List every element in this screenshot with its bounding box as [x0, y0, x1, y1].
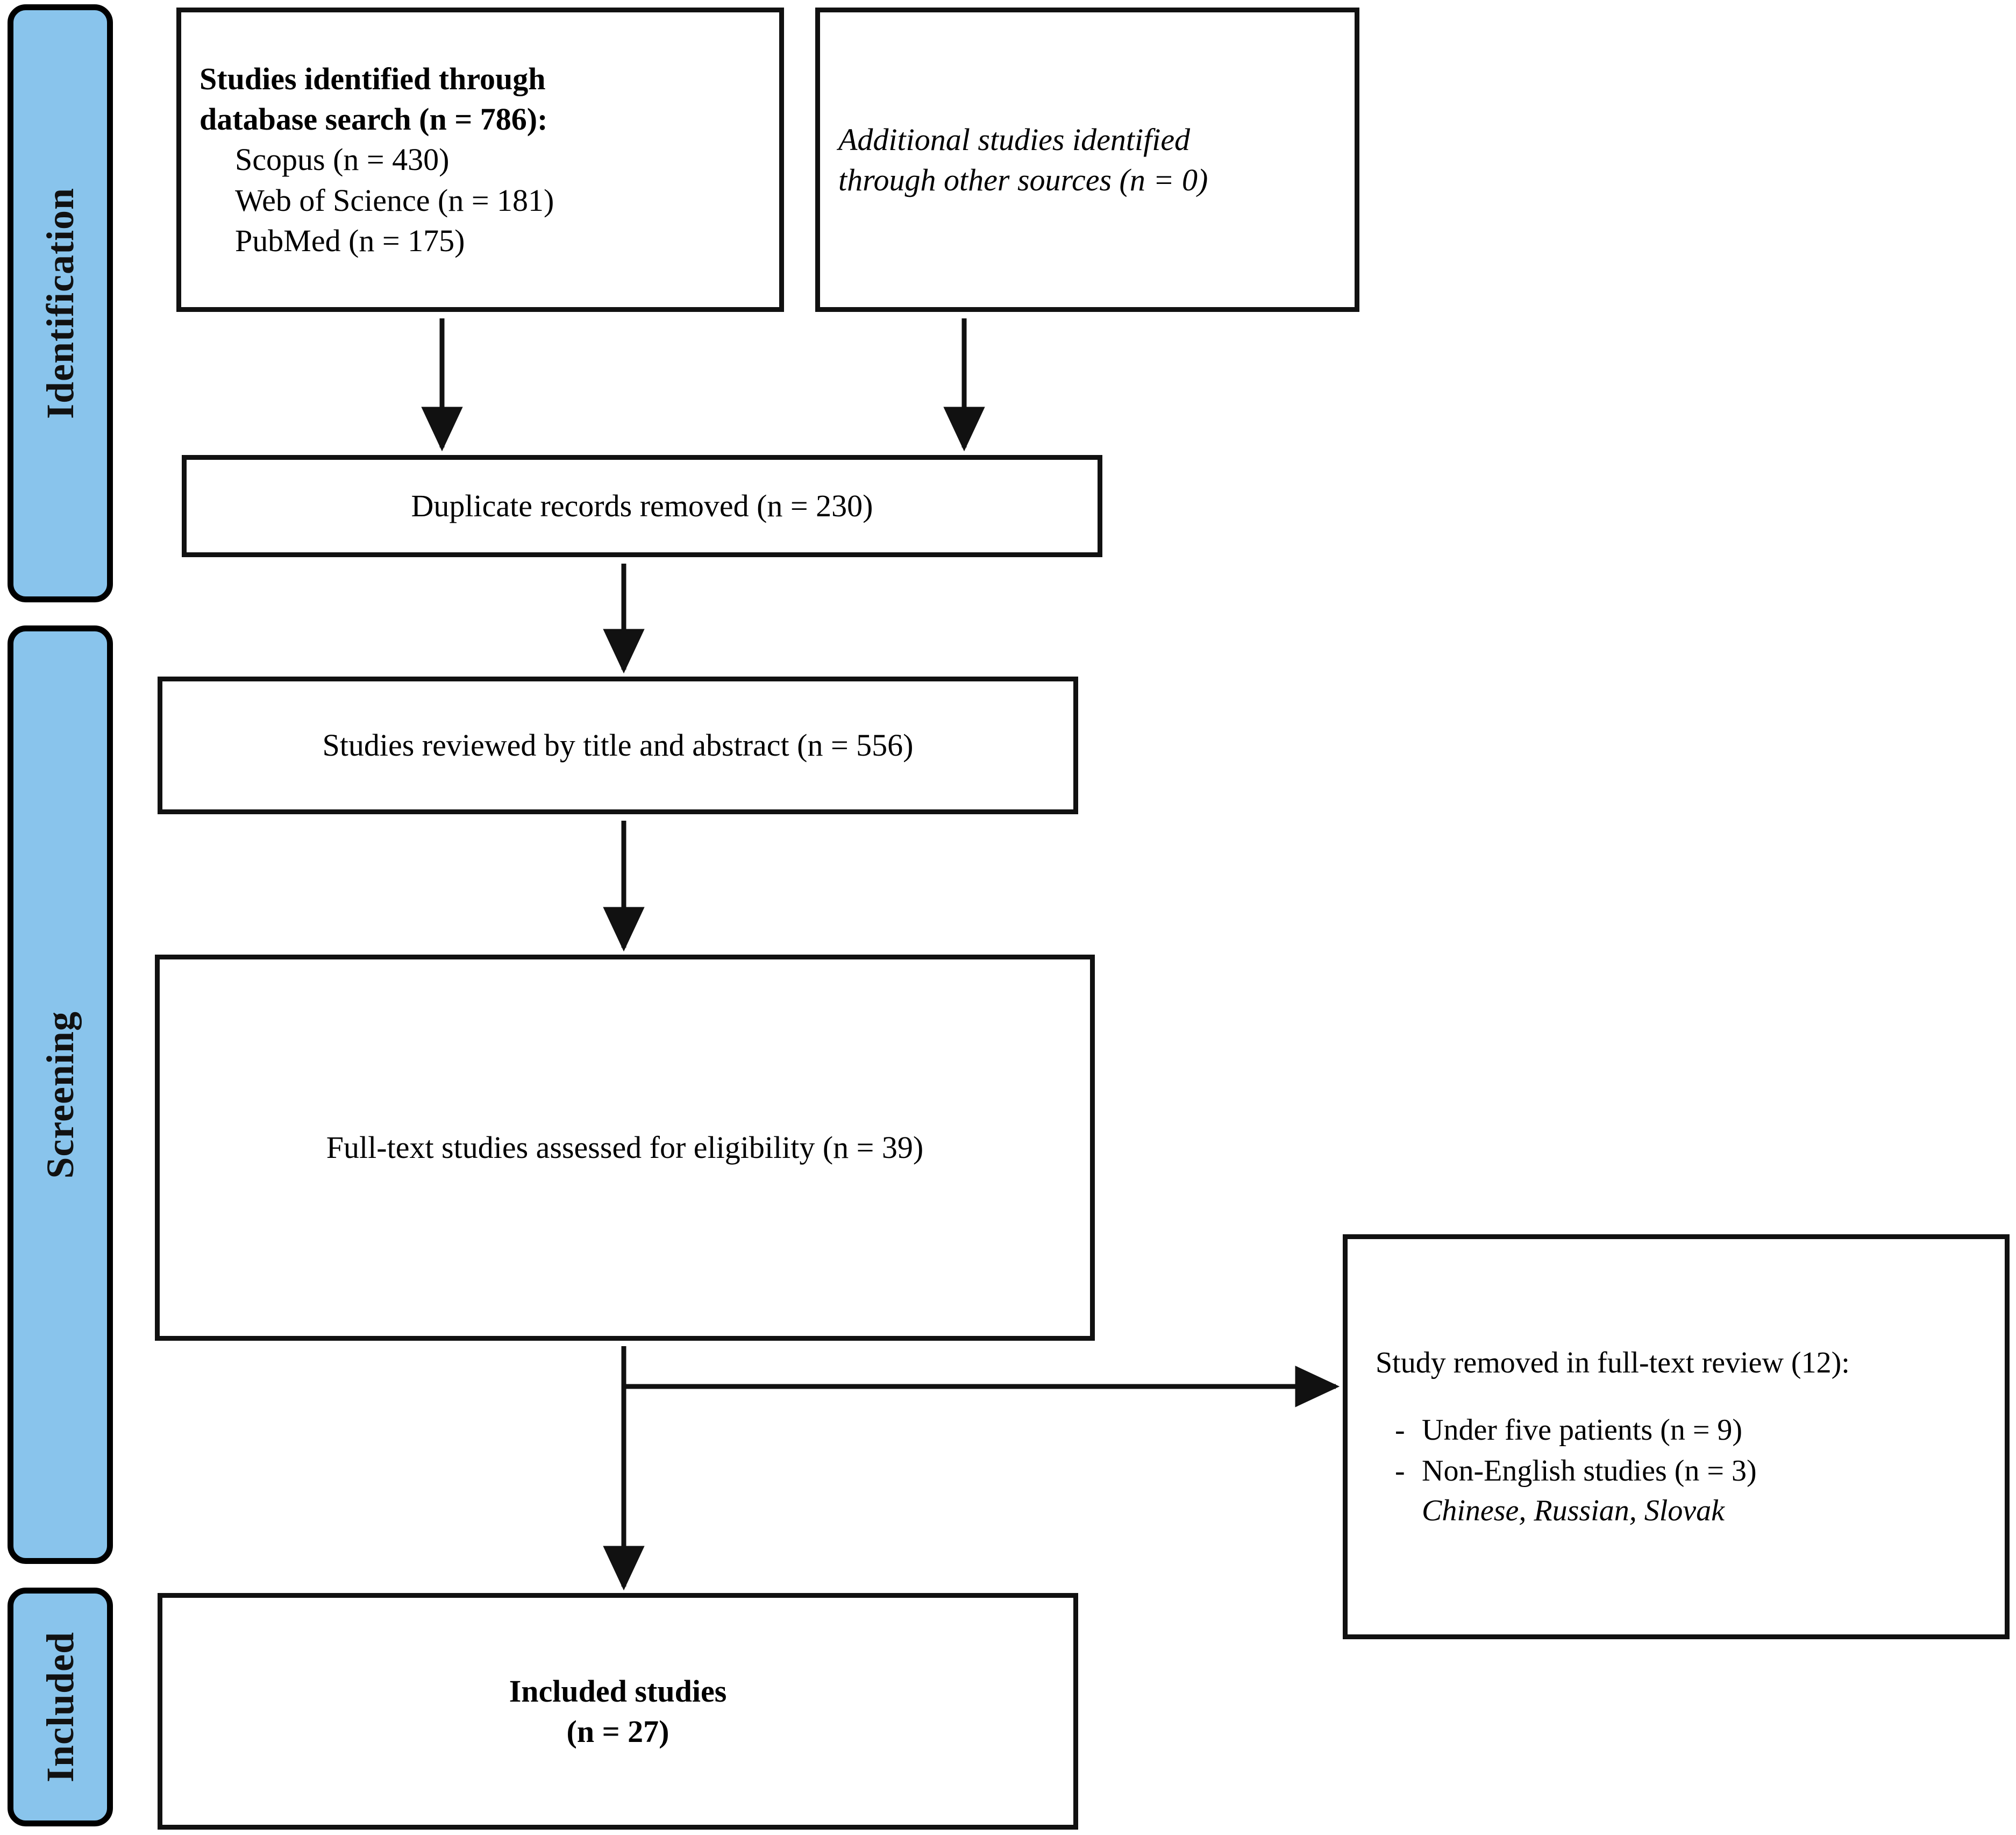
- included-line1: Included studies: [509, 1673, 727, 1709]
- title-abstract-text: Studies reviewed by title and abstract (…: [322, 728, 914, 763]
- identified-db-source-wos: Web of Science (n = 181): [235, 182, 554, 218]
- identified-db-title-line1: Studies identified through: [200, 61, 546, 96]
- excluded-languages: Chinese, Russian, Slovak: [1422, 1493, 1725, 1527]
- excluded-item-under-five: - Under five patients (n = 9): [1376, 1410, 1977, 1450]
- box-included-studies: Included studies (n = 27): [158, 1593, 1078, 1830]
- duplicates-text: Duplicate records removed (n = 230): [411, 488, 873, 524]
- box-additional-studies-other-sources: Additional studies identified through ot…: [815, 8, 1359, 312]
- identified-db-title-line2: database search (n = 786):: [200, 101, 548, 137]
- excluded-heading: Study removed in full-text review (12):: [1376, 1346, 1850, 1379]
- excluded-item-under-five-label: Under five patients (n = 9): [1422, 1413, 1743, 1447]
- phase-included: Included: [8, 1588, 113, 1826]
- phase-screening: Screening: [8, 625, 113, 1564]
- phase-identification: Identification: [8, 4, 113, 602]
- identified-db-source-scopus: Scopus (n = 430): [235, 142, 450, 177]
- excluded-item-non-english-label: Non-English studies (n = 3): [1422, 1454, 1757, 1488]
- full-text-text: Full-text studies assessed for eligibili…: [326, 1130, 924, 1165]
- identified-other-line1: Additional studies identified: [838, 122, 1191, 157]
- excluded-item-non-english: - Non-English studies (n = 3): [1376, 1451, 1977, 1491]
- box-studies-removed-full-text: Study removed in full-text review (12): …: [1343, 1234, 2010, 1639]
- bullet-dash-icon-2: -: [1395, 1454, 1405, 1488]
- box-duplicate-records-removed: Duplicate records removed (n = 230): [182, 455, 1102, 557]
- box-studies-identified-database: Studies identified through database sear…: [176, 8, 784, 312]
- identified-other-line2: through other sources (n = 0): [838, 162, 1208, 197]
- bullet-dash-icon: -: [1395, 1413, 1405, 1447]
- box-studies-reviewed-title-abstract: Studies reviewed by title and abstract (…: [158, 677, 1078, 814]
- phase-included-label: Included: [39, 1631, 82, 1783]
- phase-screening-label: Screening: [39, 1011, 82, 1179]
- included-line2: (n = 27): [566, 1714, 669, 1749]
- box-full-text-assessed: Full-text studies assessed for eligibili…: [155, 955, 1095, 1341]
- identified-db-source-pubmed: PubMed (n = 175): [235, 223, 465, 259]
- phase-identification-label: Identification: [39, 187, 82, 419]
